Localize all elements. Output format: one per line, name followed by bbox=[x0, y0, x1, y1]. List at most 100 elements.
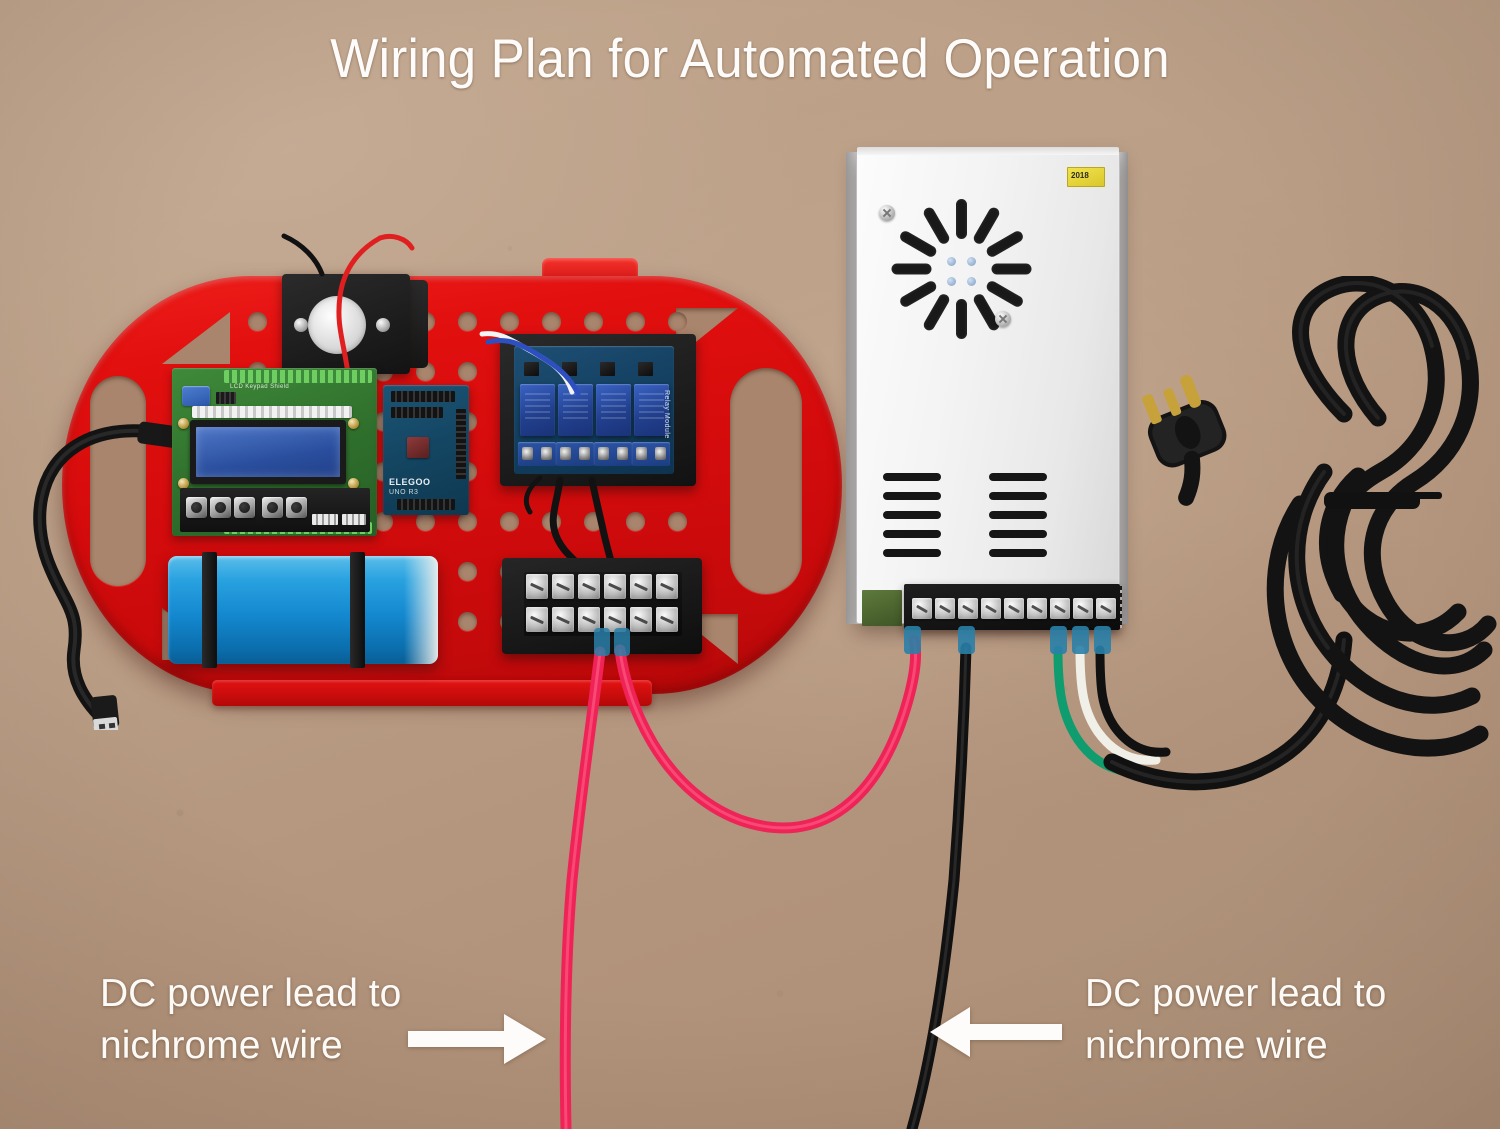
chassis-hole bbox=[500, 312, 519, 331]
battery-pack bbox=[168, 552, 438, 668]
chassis-hole bbox=[668, 312, 687, 331]
chassis-hole bbox=[626, 512, 645, 531]
four-channel-relay-module: Relay Module bbox=[479, 331, 696, 486]
chassis-cutout-right bbox=[730, 368, 802, 594]
terminal-screw-6a[interactable] bbox=[656, 574, 678, 599]
chassis-hole bbox=[458, 312, 477, 331]
psu-fan-hub-dot-2 bbox=[967, 257, 976, 266]
uno-header-top bbox=[391, 391, 455, 402]
terminal-screw-4a[interactable] bbox=[604, 574, 626, 599]
psu-terminal-screw[interactable] bbox=[1050, 598, 1070, 619]
fan-screw-left bbox=[294, 318, 308, 332]
chassis-hole bbox=[458, 612, 477, 631]
keypad-header-b bbox=[342, 514, 366, 525]
psu-fan-hub-dot-4 bbox=[967, 277, 976, 286]
psu-date-sticker: 2018 bbox=[1067, 167, 1105, 187]
psu-edge-left bbox=[846, 152, 858, 624]
keypad-button-row bbox=[180, 488, 370, 532]
relay-terminal-3[interactable] bbox=[594, 442, 632, 466]
uno-model-label: UNO R3 bbox=[389, 489, 419, 496]
chassis-hole bbox=[626, 312, 645, 331]
ac-power-cord bbox=[1128, 274, 1500, 806]
terminal-strip-inner bbox=[524, 572, 682, 636]
terminal-screw-2a[interactable] bbox=[552, 574, 574, 599]
annotation-left-line2: nichrome wire bbox=[100, 1023, 343, 1067]
chassis-hole bbox=[248, 312, 267, 331]
page-title: Wiring Plan for Automated Operation bbox=[330, 27, 1170, 89]
keypad-button-left[interactable] bbox=[210, 497, 231, 518]
psu-fan-vent bbox=[891, 199, 1032, 339]
psu-terminal-screw[interactable] bbox=[935, 598, 955, 619]
relay-module-label: Relay Module bbox=[663, 390, 670, 439]
lcd-screen bbox=[196, 427, 340, 477]
chassis-hole bbox=[500, 512, 519, 531]
uno-header-bottom bbox=[397, 499, 455, 510]
annotation-right: DC power lead to nichrome wire bbox=[1085, 968, 1386, 1072]
psu-terminal-screw[interactable] bbox=[958, 598, 978, 619]
psu-fan-vent-slot bbox=[984, 229, 1025, 259]
relay-terminal-2[interactable] bbox=[556, 442, 594, 466]
chassis-hole bbox=[416, 512, 435, 531]
terminal-screw-1a[interactable] bbox=[526, 574, 548, 599]
keypad-button-right[interactable] bbox=[286, 497, 307, 518]
chassis-cutout-tri-tl bbox=[162, 312, 230, 364]
terminal-screw-2b[interactable] bbox=[552, 607, 574, 632]
contrast-potentiometer[interactable] bbox=[182, 386, 210, 406]
plug-prong-ground bbox=[1180, 374, 1202, 408]
shield-silkscreen: LCD Keypad Shield bbox=[230, 384, 290, 390]
relay-4 bbox=[634, 384, 669, 436]
annotation-right-line1: DC power lead to bbox=[1085, 972, 1387, 1015]
psu-fan-vent-slot bbox=[991, 263, 1032, 275]
psu-fan-vent-slot bbox=[971, 205, 1002, 246]
chassis-hole bbox=[668, 512, 687, 531]
keypad-header-a bbox=[312, 514, 338, 525]
keypad-button-down[interactable] bbox=[262, 497, 283, 518]
psu-vent-slot bbox=[989, 492, 1047, 500]
psu-vent-slot bbox=[989, 530, 1047, 538]
psu-terminal-screw[interactable] bbox=[1096, 598, 1116, 619]
uno-microcontroller bbox=[407, 437, 429, 458]
battery-strap-left bbox=[202, 552, 217, 668]
relay-terminal-4[interactable] bbox=[632, 442, 670, 466]
psu-terminal-screw[interactable] bbox=[1073, 598, 1093, 619]
psu-terminal-screw[interactable] bbox=[1004, 598, 1024, 619]
arduino-uno-board: ELEGOO UNO R3 bbox=[383, 385, 469, 515]
psu-fan-vent-slot bbox=[956, 299, 967, 339]
lcd-keypad-shield: LCD Keypad Shield bbox=[172, 368, 377, 536]
plug-prong-hot bbox=[1163, 388, 1182, 416]
chassis-hole bbox=[458, 562, 477, 581]
annotation-right-line2: nichrome wire bbox=[1085, 1023, 1328, 1067]
keypad-button-up[interactable] bbox=[234, 497, 255, 518]
terminal-screw-1b[interactable] bbox=[526, 607, 548, 632]
shield-screw-tr bbox=[348, 418, 359, 429]
shield-screw-br bbox=[348, 478, 359, 489]
terminal-screw-3b[interactable] bbox=[578, 607, 600, 632]
psu-terminal-screw[interactable] bbox=[912, 598, 932, 619]
relay-terminal-1[interactable] bbox=[518, 442, 556, 466]
ac-plug[interactable] bbox=[1130, 368, 1250, 508]
shield-white-header bbox=[192, 406, 352, 418]
terminal-screw-3a[interactable] bbox=[578, 574, 600, 599]
psu-terminal-block bbox=[904, 584, 1120, 630]
annotation-left: DC power lead to nichrome wire bbox=[100, 968, 401, 1072]
uno-header-right bbox=[456, 409, 466, 479]
chassis-hole bbox=[542, 512, 561, 531]
psu-fan-hub-dot-1 bbox=[947, 257, 956, 266]
terminal-screw-5a[interactable] bbox=[630, 574, 652, 599]
chassis-bottom-rail bbox=[212, 680, 652, 706]
psu-fan-vent-slot bbox=[898, 279, 939, 309]
psu-terminal-screw[interactable] bbox=[981, 598, 1001, 619]
keypad-button-select[interactable] bbox=[186, 497, 207, 518]
psu-terminal-screw[interactable] bbox=[1027, 598, 1047, 619]
terminal-screw-4b[interactable] bbox=[604, 607, 626, 632]
psu-fan-screw-br bbox=[995, 311, 1011, 327]
shield-screw-bl bbox=[178, 478, 189, 489]
shield-header-top bbox=[224, 370, 372, 383]
plug-prong-neutral bbox=[1142, 394, 1162, 425]
terminal-screw-5b[interactable] bbox=[630, 607, 652, 632]
terminal-screw-6b[interactable] bbox=[656, 607, 678, 632]
psu-fan-vent-slot bbox=[898, 229, 939, 259]
psu-vent-slot bbox=[883, 473, 941, 481]
psu-case: 2018 bbox=[856, 147, 1120, 624]
psu-vent-slot bbox=[989, 473, 1047, 481]
